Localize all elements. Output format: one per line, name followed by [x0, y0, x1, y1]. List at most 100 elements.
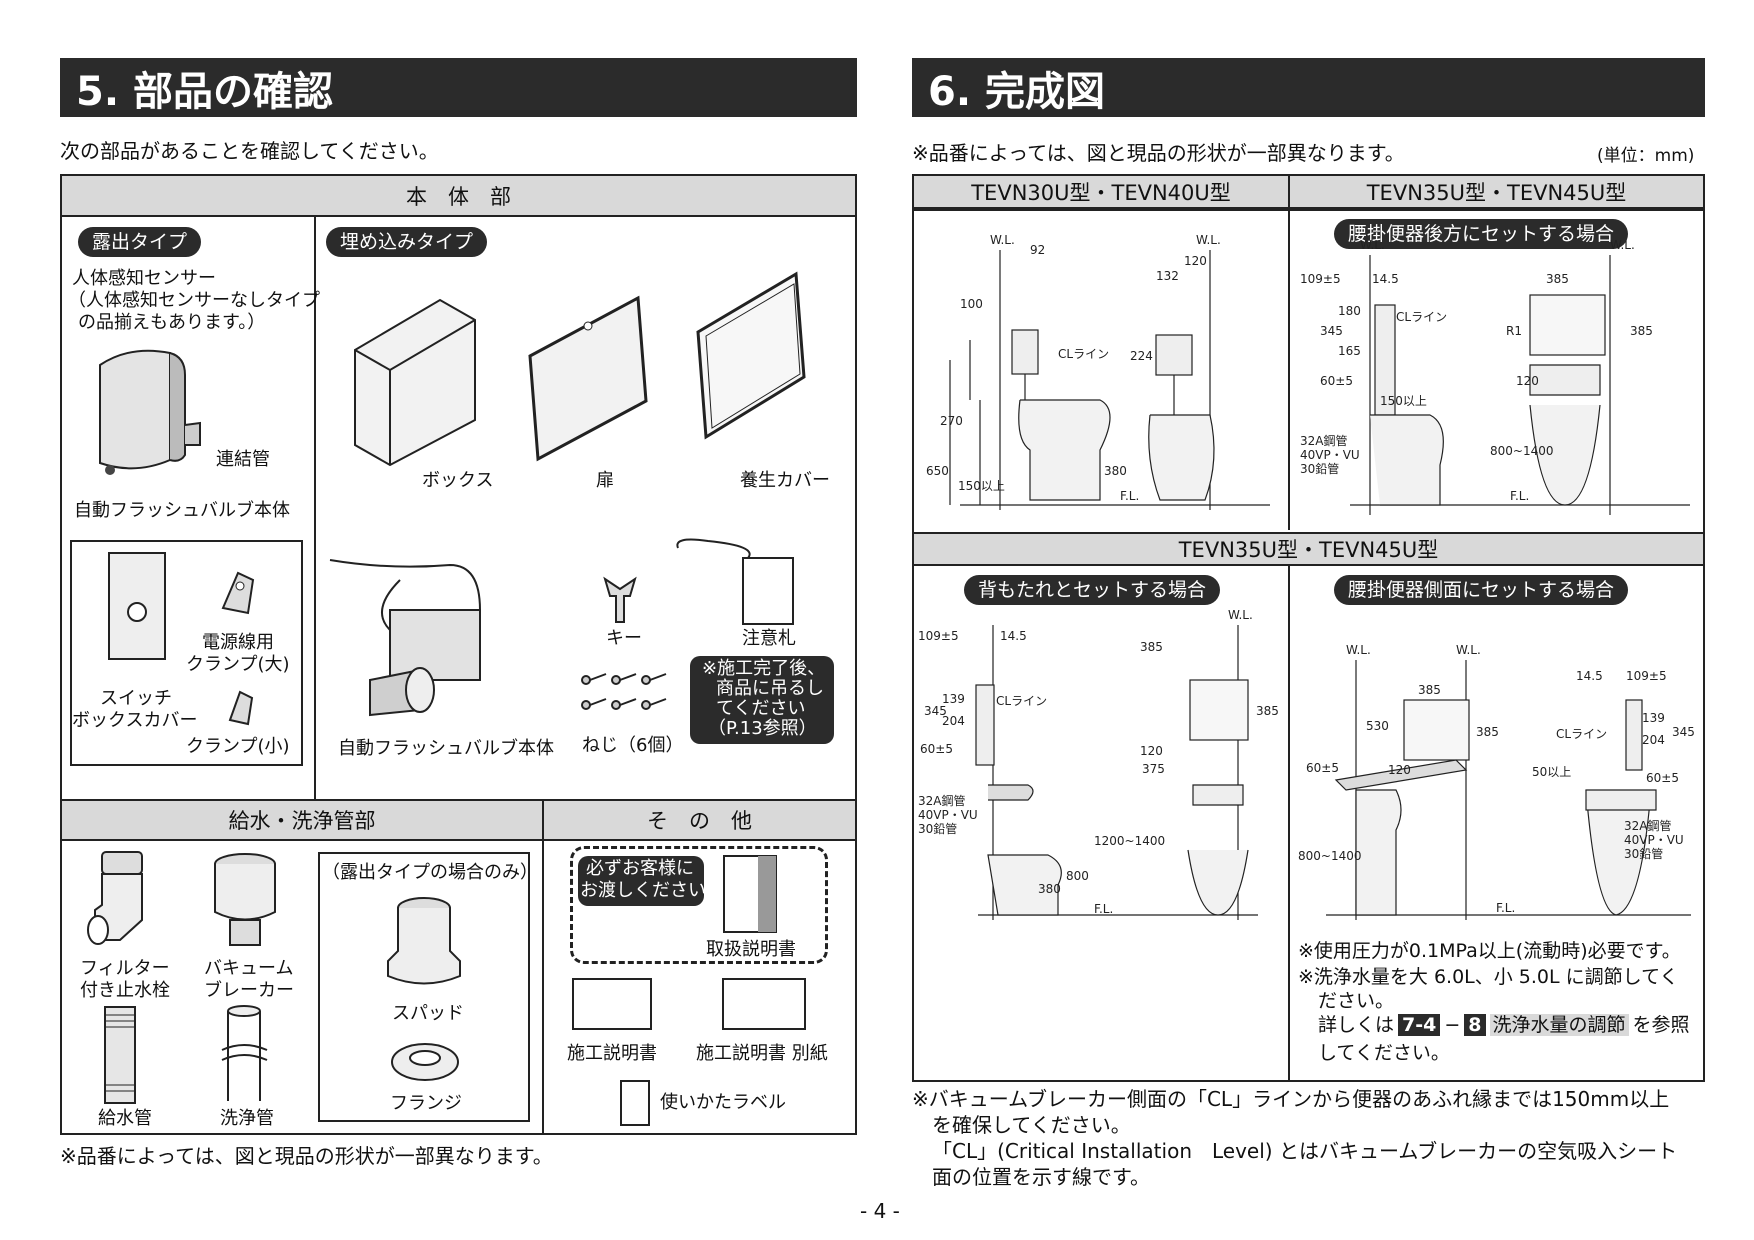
- other-section-header: そ の 他: [544, 801, 855, 841]
- left-footnote: ※品番によっては、図と現品の形状が一部異なります。: [60, 1144, 553, 1168]
- dim-label: R1: [1506, 324, 1522, 338]
- flange-illustration: [391, 1043, 459, 1081]
- screws-label: ねじ（6個）: [582, 735, 684, 756]
- dim-label: CLライン: [996, 694, 1047, 708]
- cl-note-2: を確保してください。: [932, 1113, 1131, 1137]
- cover-label: 養生カバー: [740, 470, 830, 491]
- box-label: ボックス: [422, 470, 494, 491]
- dim-label: 270: [940, 414, 963, 428]
- dim-label: 92: [1030, 243, 1045, 257]
- hang-note-1: ※施工完了後、: [702, 658, 826, 679]
- hand-to-customer-box: [570, 846, 828, 964]
- dim-label: 109±5: [1300, 272, 1341, 286]
- install-manual-label: 施工説明書: [567, 1043, 657, 1064]
- dim-label: CLライン: [1058, 347, 1109, 361]
- exposed-type-badge: 露出タイプ: [78, 227, 202, 257]
- dim-label: W.L.: [1346, 643, 1371, 657]
- filter-valve-illustration: [87, 851, 143, 945]
- manual-label: 取扱説明書: [706, 939, 796, 960]
- dim-label: 30鉛管: [1624, 846, 1663, 861]
- dim-label: 109±5: [918, 629, 959, 643]
- sensor-note-3: の品揃えもあります。）: [78, 312, 266, 333]
- flush-valve-illustration: [99, 349, 201, 475]
- note-water-3: 詳しくは 7-4 − 8 洗浄水量の調節 を参照: [1318, 1014, 1690, 1036]
- dim-label: 50以上: [1532, 765, 1571, 779]
- drawing-model-a: W.L. 92 100 CLライン 270 650 150以上 380 F.L.…: [926, 233, 1270, 510]
- cl-note-3: 「CL」(Critical Installation Level) とはバキュー…: [932, 1139, 1678, 1163]
- usage-label-label: 使いかたラベル: [660, 1092, 786, 1113]
- flush-pipe-illustration: [221, 1005, 268, 1101]
- switch-cover-label-2: ボックスカバー: [72, 710, 198, 731]
- sensor-note-1: 人体感知センサー: [72, 268, 216, 289]
- water-section-header: 給水・洗浄管部: [62, 801, 542, 841]
- clamp-large-illustration: [221, 571, 255, 615]
- dim-label: 180: [1338, 304, 1361, 318]
- dim-label: 375: [1142, 762, 1165, 776]
- dim-label: 139: [942, 692, 965, 706]
- switch-cover-illustration: [108, 552, 166, 660]
- usage-label-illustration: [620, 1080, 650, 1126]
- key-label: キー: [606, 628, 642, 649]
- hand-customer-2: お渡しください: [580, 880, 706, 901]
- dim-label: W.L.: [1196, 233, 1221, 247]
- note-water-3b: を参照: [1632, 1014, 1690, 1036]
- dim-label: 380: [1038, 882, 1061, 896]
- dim-label: 32A鋼管: [1624, 818, 1671, 833]
- dim-label: 204: [1642, 733, 1665, 747]
- hang-note-badge: [690, 656, 834, 744]
- caution-tag-label: 注意札: [742, 628, 796, 649]
- dim-label: 120: [1184, 254, 1207, 268]
- dim-label: 204: [942, 714, 965, 728]
- hand-customer-1: 必ずお客様に: [586, 858, 694, 879]
- dim-label: W.L.: [990, 233, 1015, 247]
- dim-label: 150以上: [958, 479, 1005, 493]
- ref-text: 洗浄水量の調節: [1489, 1014, 1629, 1036]
- flange-label: フランジ: [390, 1093, 462, 1114]
- case-back-badge: 背もたれとセットする場合: [964, 575, 1221, 605]
- dim-label: 32A鋼管: [918, 793, 965, 808]
- ref-8-button[interactable]: 8: [1464, 1014, 1486, 1036]
- valve-body-embedded-label: 自動フラッシュバルブ本体: [338, 738, 554, 759]
- drawing-model-c-side: W.L. W.L. 14.5 109±5 385 530 385 CLライン 6…: [1298, 643, 1695, 920]
- dim-label: 385: [1630, 324, 1653, 338]
- model-a-header: TEVN30U型・TEVN40U型: [914, 176, 1288, 209]
- clamp-large-label-2: クランプ(大): [186, 654, 290, 675]
- hand-customer-badge: [578, 856, 704, 906]
- note-water-2: ださい。: [1318, 990, 1395, 1012]
- spud-illustration: [387, 897, 461, 985]
- dim-label: 30鉛管: [1300, 461, 1339, 476]
- dim-label: W.L.: [1228, 608, 1253, 622]
- model-b-header: TEVN35U型・TEVN45U型: [1290, 176, 1703, 209]
- dim-label: 60±5: [1646, 771, 1679, 785]
- manual-illustration: [723, 855, 777, 933]
- dim-label: 530: [1366, 719, 1389, 733]
- section-5-title: 5. 部品の確認: [60, 58, 857, 117]
- dim-label: 345: [1672, 725, 1695, 739]
- dim-label: 40VP・VU: [918, 808, 978, 822]
- cl-note-1: ※バキュームブレーカー側面の「CL」ラインから便器のあふれ縁までは150mm以上: [912, 1087, 1670, 1111]
- hang-note-3: てください: [716, 698, 806, 719]
- divider: [314, 217, 316, 799]
- vacuum-breaker-illustration: [214, 853, 276, 946]
- hang-note-2: 商品に吊るし: [716, 678, 824, 699]
- completion-table: [912, 174, 1705, 1082]
- dim-label: CLライン: [1556, 727, 1607, 741]
- divider: [62, 799, 855, 801]
- unit-label: (単位：mm): [1597, 146, 1695, 166]
- supply-pipe-illustration: [104, 1006, 136, 1104]
- divider: [914, 209, 1703, 211]
- valve-body-exposed-label: 自動フラッシュバルブ本体: [74, 500, 290, 521]
- parts-table: [60, 174, 857, 1135]
- spud-label: スパッド: [392, 1003, 464, 1024]
- ref-7-4-button[interactable]: 7-4: [1398, 1014, 1441, 1036]
- dim-label: CLライン: [1396, 310, 1447, 324]
- connecting-pipe-label: 連結管: [216, 449, 270, 470]
- dim-label: W.L.: [1456, 643, 1481, 657]
- install-manual-sep-label: 施工説明書 別紙: [696, 1043, 828, 1064]
- dim-label: 100: [960, 297, 983, 311]
- dim-label: 14.5: [1000, 629, 1027, 643]
- dim-label: 120: [1388, 763, 1411, 777]
- switch-cover-label-1: スイッチ: [100, 688, 172, 709]
- embedded-type-badge: 埋め込みタイプ: [326, 227, 488, 257]
- clamp-large-label-1: 電源線用: [202, 632, 274, 653]
